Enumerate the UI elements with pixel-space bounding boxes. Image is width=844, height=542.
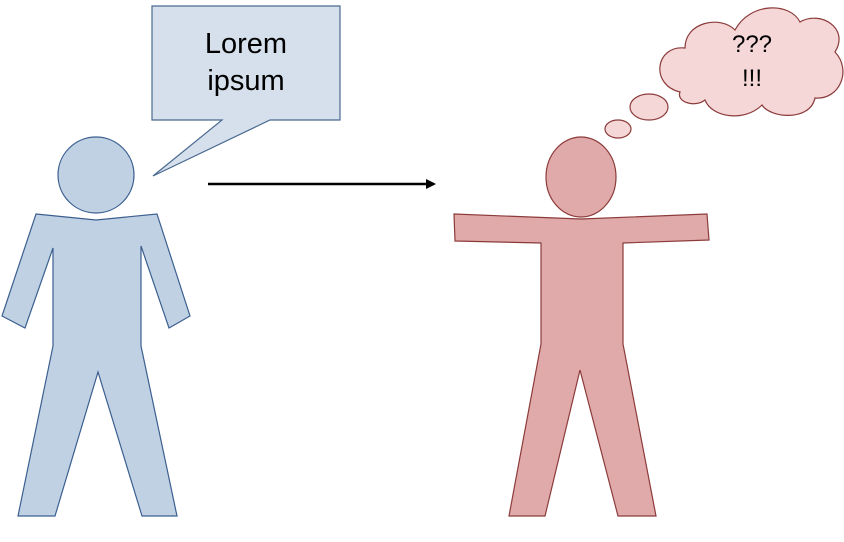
thought-bubble-line-2: !!!	[742, 65, 762, 92]
listener-figure	[453, 136, 710, 517]
speech-bubble-shape	[151, 5, 341, 177]
thought-bubble-line-1: ???	[732, 31, 772, 58]
thought-bubble: ??? !!!	[604, 7, 844, 139]
listener-head	[545, 136, 617, 218]
speech-bubble-line-2: ipsum	[207, 65, 284, 97]
thought-dot-large	[629, 93, 669, 121]
listener-body	[453, 213, 710, 517]
speaker-body	[1, 213, 191, 517]
speaker-figure	[1, 136, 191, 517]
speech-bubble: Lorem ipsum	[151, 5, 341, 177]
thought-cloud	[659, 7, 844, 117]
speech-bubble-line-1: Lorem	[205, 28, 287, 60]
speaker-head	[57, 136, 135, 214]
thought-dot-small	[604, 119, 632, 139]
